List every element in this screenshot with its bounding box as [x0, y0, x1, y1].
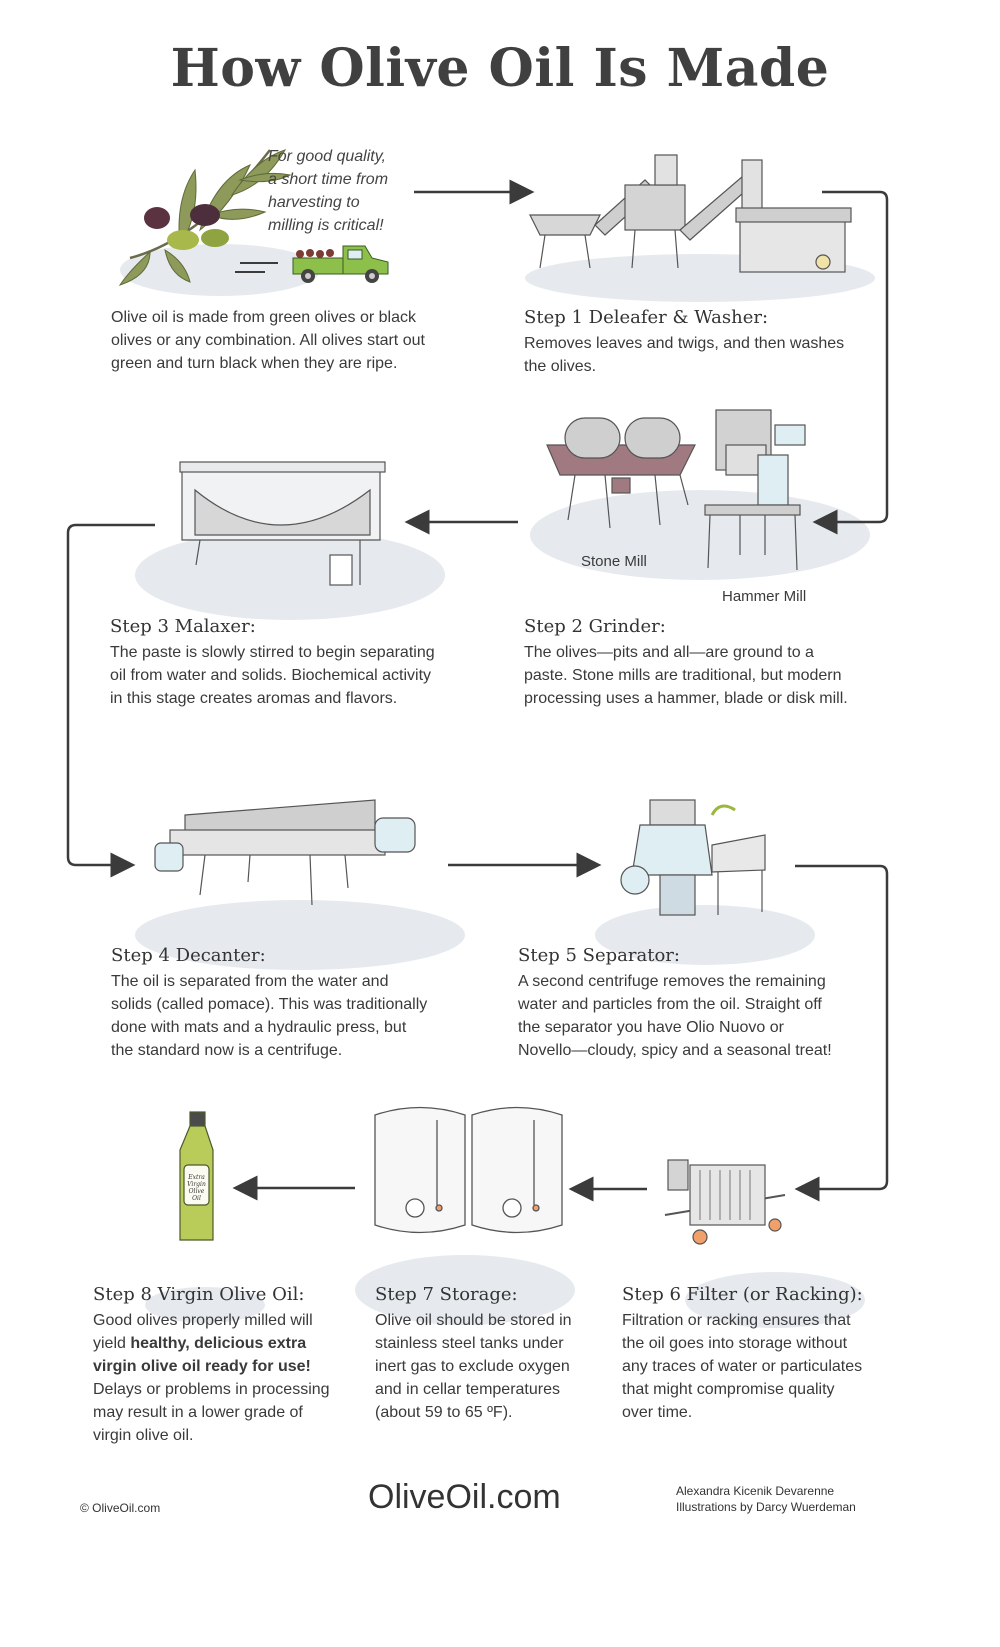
malaxer-illustration — [179, 461, 386, 586]
step-7-body: Olive oil should be stored in stainless … — [375, 1312, 572, 1421]
author-credit: Alexandra Kicenik Devarenne — [676, 1484, 835, 1498]
step-3-body: The paste is slowly stirred to begin sep… — [110, 644, 435, 707]
brand-name: OliveOil.com — [368, 1478, 561, 1516]
step-6-title: Step 6 Filter (or Racking): — [622, 1284, 863, 1305]
step-4-body: The oil is separated from the water and … — [111, 973, 428, 1059]
bottle-label-line: Virgin — [187, 1181, 206, 1188]
bottle-label-line: Olive Oil — [188, 1188, 205, 1202]
process-arrows — [66, 179, 889, 1202]
stone-mill-label: Stone Mill — [581, 553, 647, 570]
decanter-illustration — [154, 799, 416, 906]
harvest-note-line: For good quality, — [268, 148, 386, 165]
intro-text: Olive oil is made from green olives or b… — [111, 309, 425, 372]
step-5-title: Step 5 Separator: — [518, 945, 680, 966]
step-1-title: Step 1 Deleafer & Washer: — [524, 307, 769, 328]
separator-illustration — [620, 799, 766, 916]
bottle-shadow — [145, 1287, 265, 1323]
harvest-note: For good quality, a short time from harv… — [268, 145, 388, 237]
truck-illustration — [235, 245, 389, 283]
malaxer-shadow — [135, 530, 445, 620]
step-4-title: Step 4 Decanter: — [111, 945, 266, 966]
step-3: Step 3 Malaxer: The paste is slowly stir… — [110, 616, 440, 710]
step-5: Step 5 Separator: A second centrifuge re… — [518, 945, 838, 1062]
step-7: Step 7 Storage: Olive oil should be stor… — [375, 1284, 575, 1424]
bottle-label: Extra Virgin Olive Oil — [184, 1174, 209, 1202]
page-title: How Olive Oil Is Made — [170, 38, 830, 99]
step-2: Step 2 Grinder: The olives—pits and all—… — [524, 616, 854, 710]
hammer-mill-illustration — [704, 409, 806, 571]
filter-illustration — [664, 1159, 786, 1245]
decanter-shadow — [135, 900, 465, 970]
olive-branch-illustration — [118, 149, 292, 286]
step-6: Step 6 Filter (or Racking): Filtration o… — [622, 1284, 867, 1424]
step-6-body: Filtration or racking ensures that the o… — [622, 1312, 863, 1421]
hammer-mill-label: Hammer Mill — [722, 588, 807, 605]
step-1-body: Removes leaves and twigs, and then washe… — [524, 335, 845, 375]
step-4: Step 4 Decanter: The oil is separated fr… — [111, 945, 431, 1062]
illustrator-credit: Illustrations by Darcy Wuerdeman — [676, 1500, 856, 1514]
step-8-body-post: Delays or problems in processing may res… — [93, 1381, 330, 1444]
step-2-body: The olives—pits and all—are ground to a … — [524, 644, 848, 707]
step-8: Step 8 Virgin Olive Oil: Good olives pro… — [93, 1284, 343, 1447]
step-8-body: Good olives properly milled will yield h… — [93, 1309, 343, 1447]
stone-mill-illustration — [546, 417, 696, 529]
storage-shadow — [355, 1255, 575, 1325]
olive-oil-bottle-illustration — [179, 1111, 214, 1241]
step-3-title: Step 3 Malaxer: — [110, 616, 256, 637]
separator-shadow — [595, 905, 815, 965]
copyright: © OliveOil.com — [80, 1501, 161, 1515]
harvest-note-line: milling is critical! — [268, 217, 384, 234]
deleafer-washer-illustration — [529, 154, 852, 273]
step-2-title: Step 2 Grinder: — [524, 616, 666, 637]
filter-shadow — [685, 1272, 865, 1328]
step-8-title: Step 8 Virgin Olive Oil: — [93, 1284, 305, 1305]
step-8-body-pre: Good olives properly milled will yield — [93, 1312, 313, 1352]
step-7-title: Step 7 Storage: — [375, 1284, 518, 1305]
harvest-note-line: a short time from — [268, 171, 389, 188]
step-8-body-bold: healthy, delicious extra virgin olive oi… — [93, 1335, 311, 1375]
storage-tanks-illustration — [374, 1106, 563, 1234]
step-5-body: A second centrifuge removes the remainin… — [518, 973, 832, 1059]
harvest-note-line: harvesting to — [268, 194, 360, 211]
bottle-label-line: Extra — [188, 1174, 205, 1181]
credits: Alexandra Kicenik Devarenne Illustration… — [676, 1483, 856, 1515]
step-1: Step 1 Deleafer & Washer: Removes leaves… — [524, 307, 854, 378]
